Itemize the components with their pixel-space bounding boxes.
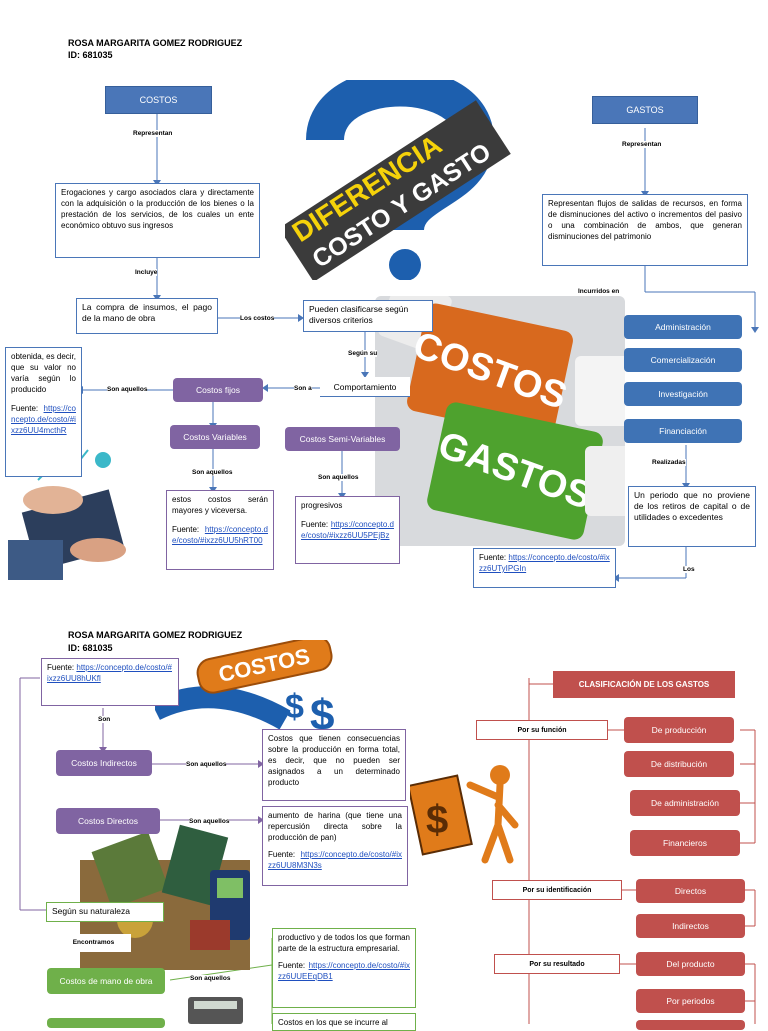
gastos-definition: Representan flujos de salidas de recurso… [542,194,748,266]
los-label: Los [683,566,695,573]
author-id-page2: ID: 681035 [68,643,113,653]
clasificarse-box: Pueden clasificarse según diversos crite… [303,300,433,332]
periodo-text: Un periodo que no proviene de los retiro… [628,486,756,547]
fijos-fuente-label: Fuente: [11,404,39,413]
funcion-financieros: Financieros [630,830,740,856]
gastos-fuente-link[interactable]: https://concepto.de/costo/#ixzz6UTyIPGIn [479,553,610,573]
author-name-page2: ROSA MARGARITA GOMEZ RODRIGUEZ [68,630,243,640]
calculator-image [178,995,258,1024]
representan-label-costos: Representan [133,130,173,137]
identificacion-indirectos: Indirectos [636,914,745,938]
funcion-de-produccion: De producción [624,717,734,743]
son-aquellos-label-fijos: Son aquellos [107,386,148,393]
identificacion-directos: Directos [636,879,745,903]
incluye-label: Incluye [135,269,158,276]
area-administracion: Administración [624,315,742,339]
costos-semi-text: progresivos Fuente: https://concepto.de/… [295,496,400,564]
costos-definition: Erogaciones y cargo asociados clara y di… [55,183,260,258]
incurridos-label: Incurridos en [578,288,620,295]
directos-fuente-link[interactable]: https://concepto.de/costo/#ixzz6UU8M3N3s [268,850,402,870]
por-su-funcion: Por su función [476,720,608,740]
top-fuente-link[interactable]: https://concepto.de/costo/#ixzz6UU8hUKfl [47,663,172,683]
son-label: Son [98,716,111,723]
dollar-figure-image: $ [407,755,522,865]
mano-obra-text: productivo y de todos los que forman par… [272,928,416,1008]
por-su-resultado: Por su resultado [494,954,620,974]
son-aquellos-label-indirectos: Son aquellos [186,761,227,768]
author-name: ROSA MARGARITA GOMEZ RODRIGUEZ [68,38,243,48]
author-id: ID: 681035 [68,50,113,60]
clasificacion-gastos-title: CLASIFICACIÓN DE LOS GASTOS [553,671,735,698]
bottom-partial-text: Costos en los que se incurre al [272,1013,416,1031]
area-comercializacion: Comercialización [624,348,742,372]
son-aquellos-label-mano: Son aquellos [190,975,231,982]
costos-directos-text: aumento de harina (que tiene una repercu… [262,806,408,886]
variables-fuente-link[interactable]: https://concepto.de/costo/#ixzz6UU5hRT00 [172,525,268,545]
son-aquellos-label-directos: Son aquellos [189,818,230,825]
resultado-partial-box [636,1020,745,1030]
encontramos-label: Encontramos [56,934,131,952]
funcion-de-distribucion: De distribución [624,751,734,777]
costos-directos-box: Costos Directos [56,808,160,834]
green-box-partial [47,1018,165,1028]
costos-fijos-box: Costos fijos [173,378,263,402]
costos-indirectos-box: Costos Indirectos [56,750,152,776]
question-mark-graphic: DIFERENCIA COSTO Y GASTO [278,68,511,282]
costos-semi-variables-box: Costos Semi-Variables [285,427,400,451]
son-a-label: Son a [294,385,312,392]
semi-fuente-link[interactable]: https://concepto.de/costo/#ixzz6UU5PEjBz [301,520,394,540]
costos-sign-image: COSTOS $ $ [150,635,380,740]
fijos-fuente-link[interactable]: https://concepto.de/costo/#ixzz6UU4mcthR [11,404,76,435]
gastos-title-box: GASTOS [592,96,698,124]
keyboard-image: COSTOS GASTOS [375,296,625,546]
son-aquellos-label-variables: Son aquellos [192,469,233,476]
mano-fuente-link[interactable]: https://concepto.de/costo/#ixzz6UUEEqDB1 [278,961,410,981]
realizadas-label: Realizadas [652,459,686,466]
segun-su-label: Según su [348,350,378,357]
diferencia-banner: DIFERENCIA COSTO Y GASTO [278,68,575,282]
gastos-fuente-box: Fuente: https://concepto.de/costo/#ixzz6… [473,548,616,588]
los-costos-label: Los costos [240,315,275,322]
resultado-por-periodos: Por periodos [636,989,745,1013]
costos-variables-text: estos costos serán mayores y viceversa. … [166,490,274,570]
top-fuente-box: Fuente: https://concepto.de/costo/#ixzz6… [41,658,179,706]
son-aquellos-label-semi: Son aquellos [318,474,359,481]
area-financiacion: Financiación [624,419,742,443]
comportamiento-box: Comportamiento [320,377,410,397]
funcion-de-administracion: De administración [630,790,740,816]
costos-mano-obra-box: Costos de mano de obra [47,968,165,994]
naturaleza-box: Según su naturaleza [46,902,164,922]
resultado-del-producto: Del producto [636,952,745,976]
area-investigacion: Investigación [624,382,742,406]
costos-variables-box: Costos Variables [170,425,260,449]
representan-label-gastos: Representan [622,141,662,148]
svg-text:$: $ [285,688,304,726]
por-su-identificacion: Por su identificación [492,880,622,900]
svg-text:$: $ [426,798,448,842]
costos-fijos-text: obtenida, es decir, que su valor no varí… [5,347,82,477]
compra-insumos-box: La compra de insumos, el pago de la mano… [76,298,218,334]
costos-title-box: COSTOS [105,86,212,114]
costos-indirectos-text: Costos que tienen consecuencias sobre la… [262,729,406,801]
